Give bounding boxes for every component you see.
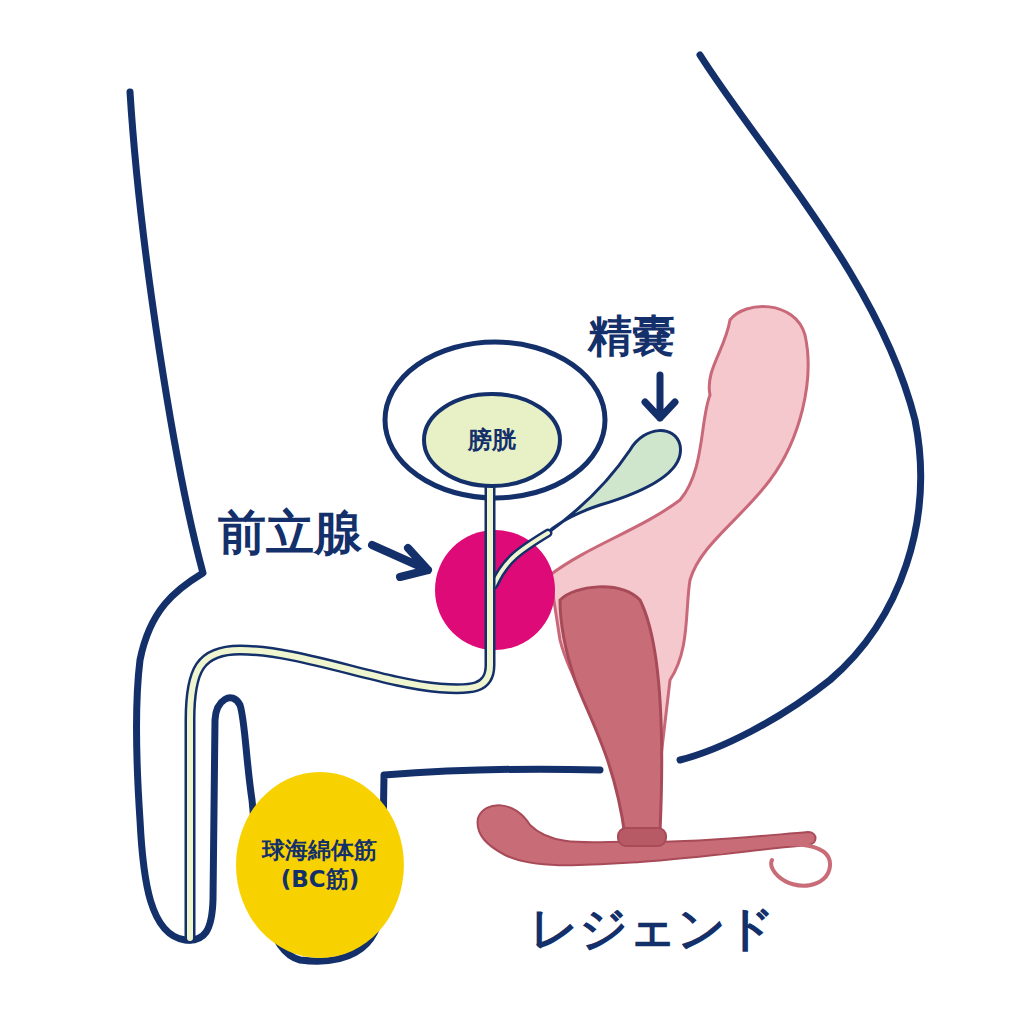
urethra-inner — [190, 488, 490, 938]
product-label: レジェンド — [530, 902, 775, 955]
massager-base-arm — [478, 805, 816, 865]
part-label: 精嚢 — [588, 312, 676, 360]
organ-ellipse: 膀胱 — [422, 392, 562, 488]
node-ellipse — [424, 394, 560, 486]
node-text-holder: 球海綿体筋 (BC筋) — [259, 836, 381, 894]
bladder-wall — [385, 342, 605, 498]
leader-arrow — [645, 375, 675, 418]
massager-body — [560, 587, 662, 836]
muscle-ellipse: 球海綿体筋 (BC筋) — [236, 772, 404, 958]
node-text-holder: 膀胱 — [468, 425, 516, 455]
leader-arrow — [372, 545, 428, 577]
node-outline — [236, 772, 404, 958]
node-label: 球海綿体筋 (BC筋) — [259, 836, 381, 894]
massager-tail — [720, 844, 830, 886]
ejaculatory-duct-inner — [494, 533, 548, 585]
urethra — [190, 488, 490, 938]
part-label: 前立腺 — [218, 506, 362, 559]
node-label: 膀胱 — [468, 425, 516, 455]
seminal-vesicle — [545, 431, 680, 535]
ejaculatory-duct — [494, 533, 548, 585]
massager-neck — [618, 828, 666, 846]
node-ellipse — [236, 772, 404, 958]
